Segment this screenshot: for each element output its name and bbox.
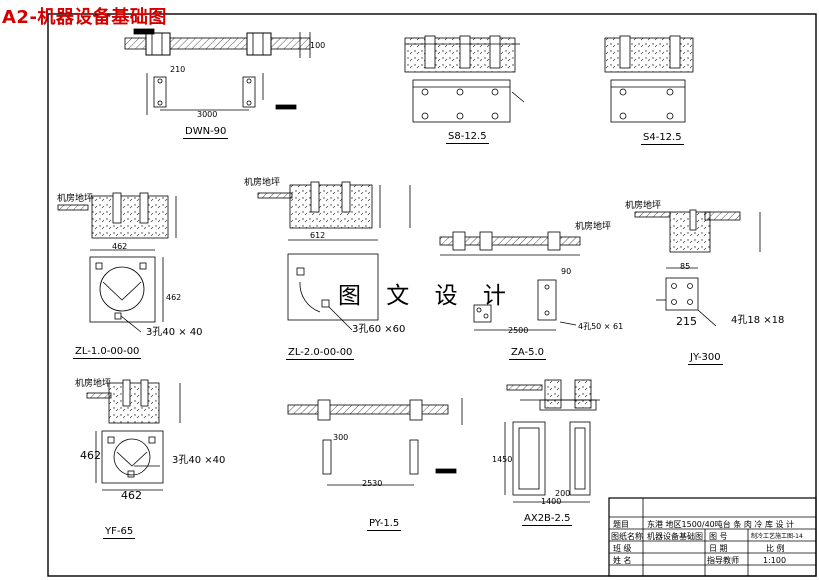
dim-zl20-w: 612 (310, 231, 326, 240)
caption-s4: S4-12.5 (641, 132, 684, 145)
dim-za-span: 2500 (508, 326, 529, 335)
caption-jy300: JY-300 (688, 352, 723, 365)
floor-label-zl10: 机房地坪 (57, 194, 94, 204)
caption-py15: PY-1.5 (367, 518, 402, 531)
dim-ax-b: 200 (555, 489, 571, 498)
s4-plan (610, 79, 686, 123)
dim-py-span: 2530 (362, 479, 383, 488)
tb-row2-value: 机器设备基础图 (647, 532, 703, 541)
tb-row3-label: 班 级 (613, 544, 632, 553)
hole-note-jy300: 4孔18 ×18 (731, 315, 785, 326)
ax2b-plan (504, 421, 591, 503)
dim-zl10-w: 462 (112, 242, 128, 251)
zl20-plan (287, 239, 379, 331)
sheet-banner-title: A2-机器设备基础图 (2, 7, 167, 28)
zl10-plan (89, 249, 164, 333)
hole-note-yf65: 3孔40 ×40 (172, 455, 226, 466)
floor-label-jy300: 机房地坪 (625, 201, 662, 211)
dim-yf-h: 462 (80, 449, 101, 462)
tb-row2-label: 图纸名称 (611, 532, 643, 541)
floor-label-zl20: 机房地坪 (244, 178, 281, 188)
s4-section (604, 35, 694, 73)
py15-elevation (287, 398, 463, 425)
floor-label-za50: 机房地坪 (575, 222, 612, 232)
watermark-text: 图 文 设 计 (338, 283, 515, 309)
sheet-border (47, 13, 817, 577)
dim-zl10-h: 462 (166, 293, 182, 302)
py15-plan (322, 439, 457, 486)
tb-row1-value: 东港 地区1500/40吨台 条 肉 冷 库 设 计 (647, 520, 795, 529)
s8-plan (412, 79, 525, 123)
tb-row4-right: 1:100 (763, 556, 787, 565)
tb-row2-mid: 图 号 (709, 532, 728, 541)
caption-zl10: ZL-1.0-00-00 (73, 346, 142, 359)
dim-yf-w: 462 (121, 489, 142, 502)
hole-note-zl10: 3孔40 × 40 (146, 327, 203, 338)
jy300-plan (656, 267, 717, 327)
tb-row3-mid: 日 期 (709, 544, 728, 553)
tb-row4-mid: 指导教师 (707, 556, 739, 565)
title-block (608, 497, 817, 577)
dwn90-elevation (124, 28, 311, 58)
zl20-section (257, 181, 411, 229)
hole-note-za50: 4孔50 × 61 (578, 322, 624, 331)
caption-zl20: ZL-2.0-00-00 (286, 347, 355, 360)
dim-za-h: 90 (561, 267, 572, 276)
dim-jy-215: 215 (676, 315, 697, 328)
zl10-section (57, 192, 177, 239)
dim-ax-h: 1450 (492, 455, 513, 464)
tb-row2-right: 制冷工艺施工图-14 (751, 533, 803, 540)
yf65-section (86, 379, 181, 424)
za50-plan (473, 279, 577, 331)
floor-label-yf65: 机房地坪 (75, 379, 112, 389)
s8-section (404, 35, 520, 73)
dim-ax-w: 1400 (541, 497, 562, 506)
ax2b-section (506, 379, 600, 411)
caption-za50: ZA-5.0 (509, 347, 546, 360)
caption-dwn90: DWN-90 (183, 126, 229, 139)
tb-row4-label: 姓 名 (613, 556, 632, 565)
dim-dwn-span: 3000 (197, 110, 218, 119)
dim-jy-85: 85 (680, 262, 691, 271)
dwn90-plan (146, 73, 297, 115)
dim-dwn-a: 210 (170, 65, 186, 74)
yf65-plan (95, 430, 164, 491)
dim-py-w: 300 (333, 433, 349, 442)
jy300-section (634, 209, 761, 253)
za50-elevation (439, 231, 581, 256)
caption-s8: S8-12.5 (446, 131, 489, 144)
hole-note-zl20: 3孔60 ×60 (352, 324, 406, 335)
caption-yf65: YF-65 (103, 526, 136, 539)
caption-ax2b: AX2B-2.5 (522, 513, 573, 526)
tb-row1-label: 题目 (613, 520, 629, 529)
dim-dwn-h: 100 (310, 41, 326, 50)
tb-row3-right: 比 例 (766, 544, 785, 553)
